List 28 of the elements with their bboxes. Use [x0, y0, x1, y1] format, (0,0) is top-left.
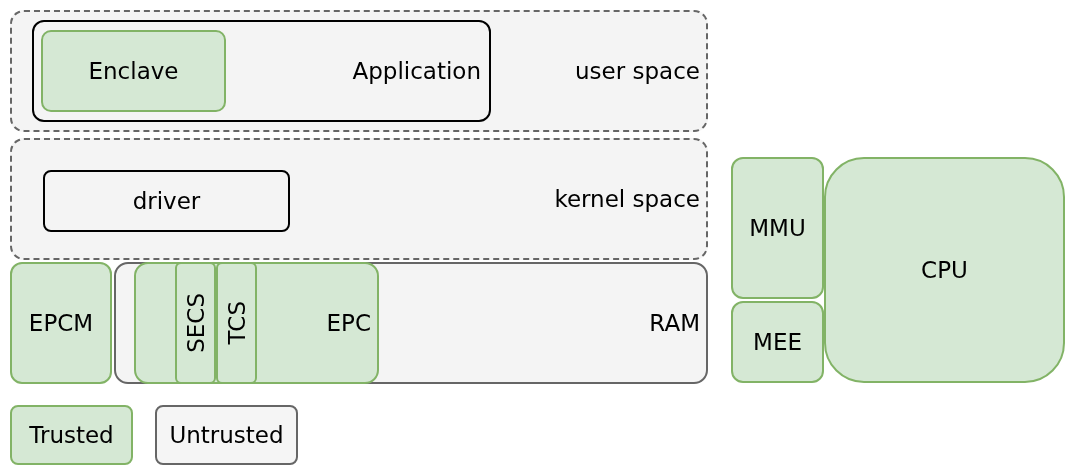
trusted-component-box	[216, 262, 257, 384]
legend-label: Untrusted	[169, 422, 284, 448]
component-label: CPU	[921, 257, 968, 283]
component-label: Application	[352, 58, 481, 84]
trusted-component-box	[134, 262, 379, 384]
component-label: Enclave	[88, 58, 179, 84]
component-label: user space	[575, 58, 700, 84]
component-label: TCS	[223, 301, 250, 345]
memory-box	[114, 262, 708, 384]
legend-label: Trusted	[29, 422, 114, 448]
component-label: EPC	[326, 310, 371, 336]
component-label: EPCM	[28, 310, 94, 336]
trusted-component-box	[41, 30, 226, 112]
trusted-component-box	[824, 157, 1065, 383]
software-component-box	[43, 170, 290, 232]
component-label: MEE	[753, 329, 802, 355]
component-label: SECS	[182, 293, 209, 353]
software-component-box	[32, 20, 491, 122]
component-label: MMU	[749, 215, 806, 241]
component-label: RAM	[649, 310, 700, 336]
component-label: driver	[132, 188, 201, 214]
address-space-band	[10, 138, 708, 260]
component-label: kernel space	[554, 186, 700, 212]
trusted-component-box	[731, 301, 824, 383]
trusted-component-box	[10, 262, 112, 384]
address-space-band	[10, 10, 708, 132]
trusted-component-box	[175, 262, 216, 384]
trusted-component-box	[731, 157, 824, 299]
